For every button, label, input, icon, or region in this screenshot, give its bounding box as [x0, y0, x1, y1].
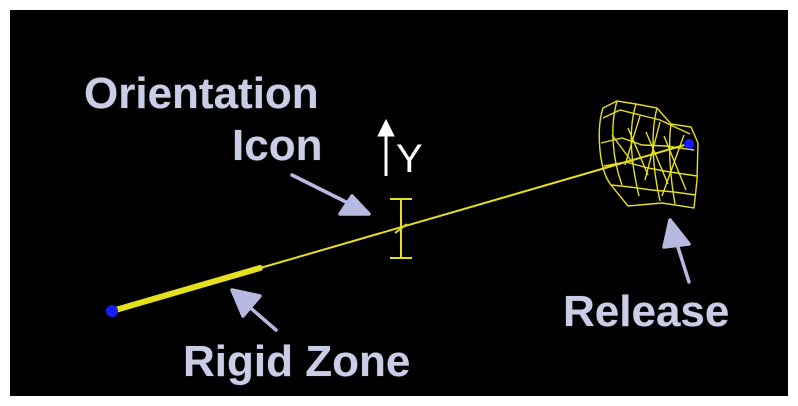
- axis-label: Y: [396, 137, 423, 181]
- callout-arrow-icon: [230, 288, 278, 332]
- node-dot-icon: [106, 305, 118, 317]
- spring-mesh-icon: [598, 100, 699, 209]
- orientation-label-line2: Icon: [232, 121, 322, 170]
- rigid-zone-segment: [109, 265, 263, 314]
- i-beam-marker-icon: [390, 198, 412, 259]
- orientation-label-line1: Orientation: [84, 69, 319, 118]
- node-dot-icon: [684, 139, 694, 149]
- rigid-zone-label: Rigid Zone: [183, 337, 410, 386]
- up-arrow-icon: [377, 118, 395, 176]
- callout-arrow-icon: [290, 173, 371, 216]
- release-label: Release: [563, 287, 729, 336]
- callout-arrow-icon: [662, 218, 691, 284]
